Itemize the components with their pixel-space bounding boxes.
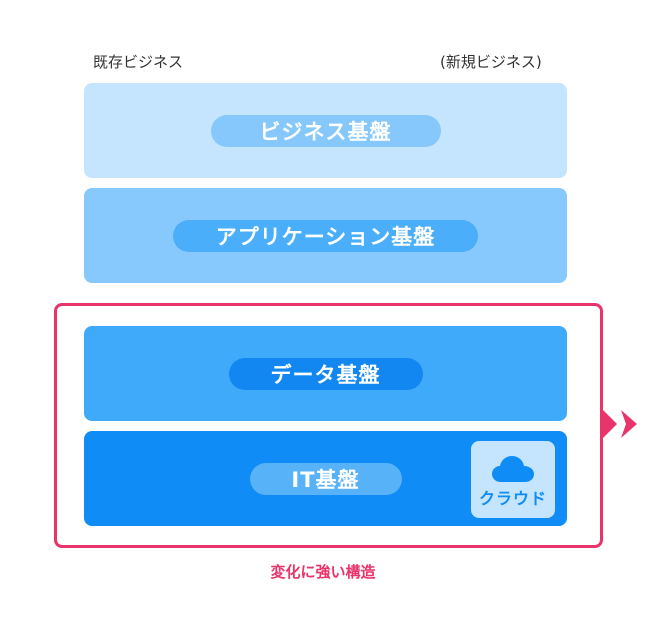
resilient-structure-caption: 変化に強い構造 xyxy=(270,563,376,581)
application-layer-label: アプリケーション基盤 xyxy=(173,219,478,252)
data-layer: データ基盤 xyxy=(84,326,567,421)
cloud-badge: クラウド xyxy=(471,441,555,518)
cloud-label: クラウド xyxy=(478,488,547,508)
existing-business-label: 既存ビジネス xyxy=(93,53,184,71)
new-business-label: (新規ビジネス) xyxy=(440,53,542,71)
cloud-icon xyxy=(492,455,534,482)
it-layer-label: IT基盤 xyxy=(249,462,402,495)
data-layer-label: データ基盤 xyxy=(228,357,423,390)
double-chevron-right-icon xyxy=(601,408,637,440)
business-layer: ビジネス基盤 xyxy=(84,83,567,178)
business-layer-label: ビジネス基盤 xyxy=(210,114,441,147)
application-layer: アプリケーション基盤 xyxy=(84,188,567,283)
